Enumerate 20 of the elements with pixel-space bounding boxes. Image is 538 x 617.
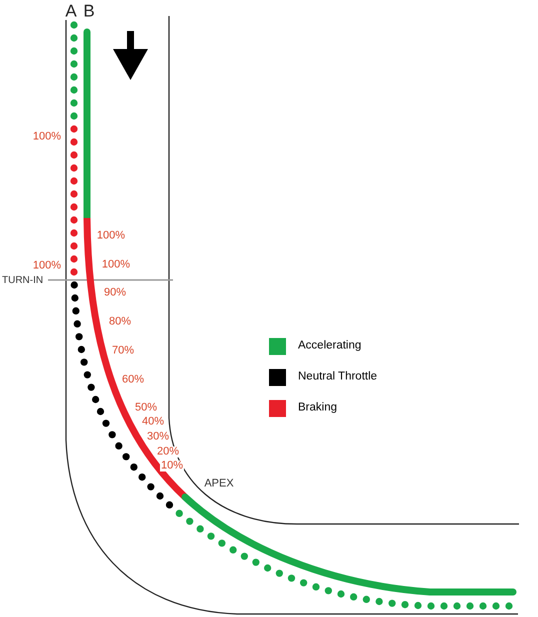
brake-percentage: 50%	[134, 402, 158, 414]
legend-label: Braking	[298, 402, 337, 414]
brake-percentage: 100%	[32, 132, 62, 142]
brake-percentage: 70%	[112, 346, 134, 356]
brake-percentage: 40%	[142, 416, 164, 428]
brake-percentage: 10%	[160, 460, 184, 472]
brake-percentage: 60%	[122, 374, 144, 386]
brake-percentage: 80%	[108, 316, 132, 328]
apex-label: APEX	[204, 478, 234, 490]
legend-label: Accelerating	[298, 340, 362, 352]
turn-in-label: TURN-IN	[2, 276, 44, 286]
brake-percentage: 100%	[96, 230, 126, 242]
brake-percentage: 30%	[146, 432, 170, 442]
brake-percentage: 100%	[32, 260, 62, 272]
brake-percentage: 20%	[156, 446, 180, 458]
line-label: B	[83, 2, 95, 20]
legend-label: Neutral Throttle	[298, 371, 378, 383]
line-label: A	[65, 2, 77, 20]
brake-percentage: 90%	[104, 288, 126, 298]
brake-percentage: 100%	[102, 260, 130, 270]
